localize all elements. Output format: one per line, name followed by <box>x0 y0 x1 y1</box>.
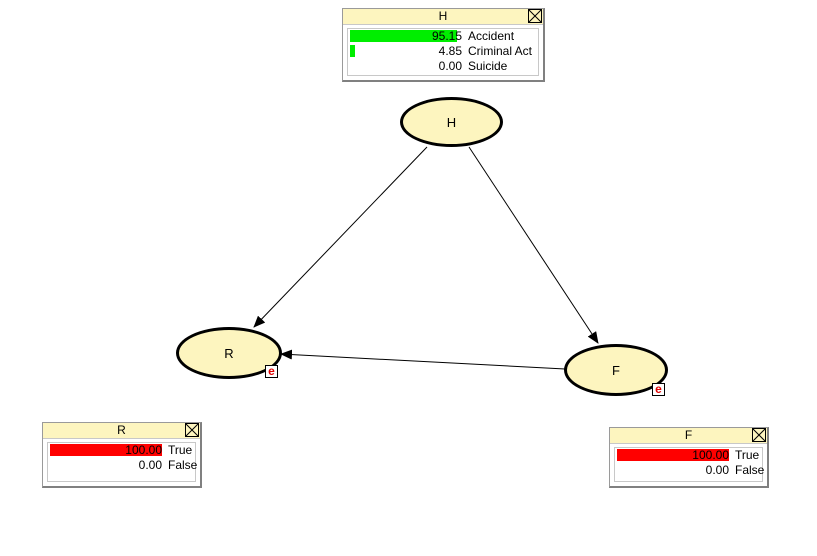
monitor-h-bar <box>350 45 356 57</box>
monitor-f-close-icon[interactable] <box>752 428 766 442</box>
monitor-f[interactable]: F 100.00 True 0.00 False <box>609 427 769 488</box>
monitor-r-title: R <box>43 423 200 439</box>
node-r-label: R <box>224 345 234 361</box>
monitor-r-state-label: True <box>168 443 193 457</box>
monitor-f-state-label: False <box>735 463 765 477</box>
monitor-f-title: F <box>610 428 767 444</box>
monitor-f-value: 100.00 <box>692 448 729 462</box>
monitor-r-value: 100.00 <box>125 443 162 457</box>
monitor-f-row: 0.00 False <box>617 463 765 478</box>
monitor-r-bar <box>50 444 162 456</box>
monitor-r-body: 100.00 True 0.00 False <box>47 442 198 482</box>
monitor-h[interactable]: H 95.15 Accident 4.85 Criminal Act 0.00 … <box>342 8 545 82</box>
edge-h-to-f[interactable] <box>468 146 599 344</box>
monitor-h-row: 4.85 Criminal Act <box>350 44 538 59</box>
monitor-f-bar <box>617 449 729 461</box>
evidence-marker-r[interactable]: e <box>265 365 278 378</box>
evidence-marker-f[interactable]: e <box>652 383 665 396</box>
monitor-h-state-label: Accident <box>468 29 515 43</box>
monitor-f-value: 0.00 <box>705 463 729 477</box>
node-f[interactable]: F <box>564 344 668 396</box>
monitor-r-value: 0.00 <box>138 458 162 472</box>
node-r[interactable]: R <box>176 327 282 379</box>
monitor-r[interactable]: R 100.00 True 0.00 False <box>42 422 202 488</box>
monitor-h-row: 0.00 Suicide <box>350 59 538 74</box>
monitor-h-value: 4.85 <box>438 44 462 58</box>
monitor-r-close-icon[interactable] <box>185 423 199 437</box>
monitor-h-value: 95.15 <box>431 29 462 43</box>
monitor-r-state-label: False <box>168 458 198 472</box>
monitor-h-bar <box>350 30 457 42</box>
monitor-h-body: 95.15 Accident 4.85 Criminal Act 0.00 Su… <box>347 28 539 76</box>
monitor-r-row: 100.00 True <box>50 443 195 458</box>
monitor-r-row: 0.00 False <box>50 458 198 473</box>
node-h[interactable]: H <box>400 97 503 147</box>
monitor-h-close-icon[interactable] <box>528 9 542 23</box>
monitor-f-body: 100.00 True 0.00 False <box>614 447 765 482</box>
node-f-label: F <box>612 362 620 378</box>
monitor-h-row: 95.15 Accident <box>350 29 538 44</box>
monitor-f-row: 100.00 True <box>617 448 762 463</box>
monitor-h-title: H <box>343 9 543 25</box>
node-h-label: H <box>446 114 457 130</box>
edge-h-to-r[interactable] <box>253 146 428 328</box>
monitor-h-value: 0.00 <box>438 59 462 73</box>
monitor-h-state-label: Criminal Act <box>468 44 533 58</box>
monitor-f-state-label: True <box>735 448 760 462</box>
monitor-h-state-label: Suicide <box>468 59 508 73</box>
edge-f-to-r[interactable] <box>280 349 566 370</box>
